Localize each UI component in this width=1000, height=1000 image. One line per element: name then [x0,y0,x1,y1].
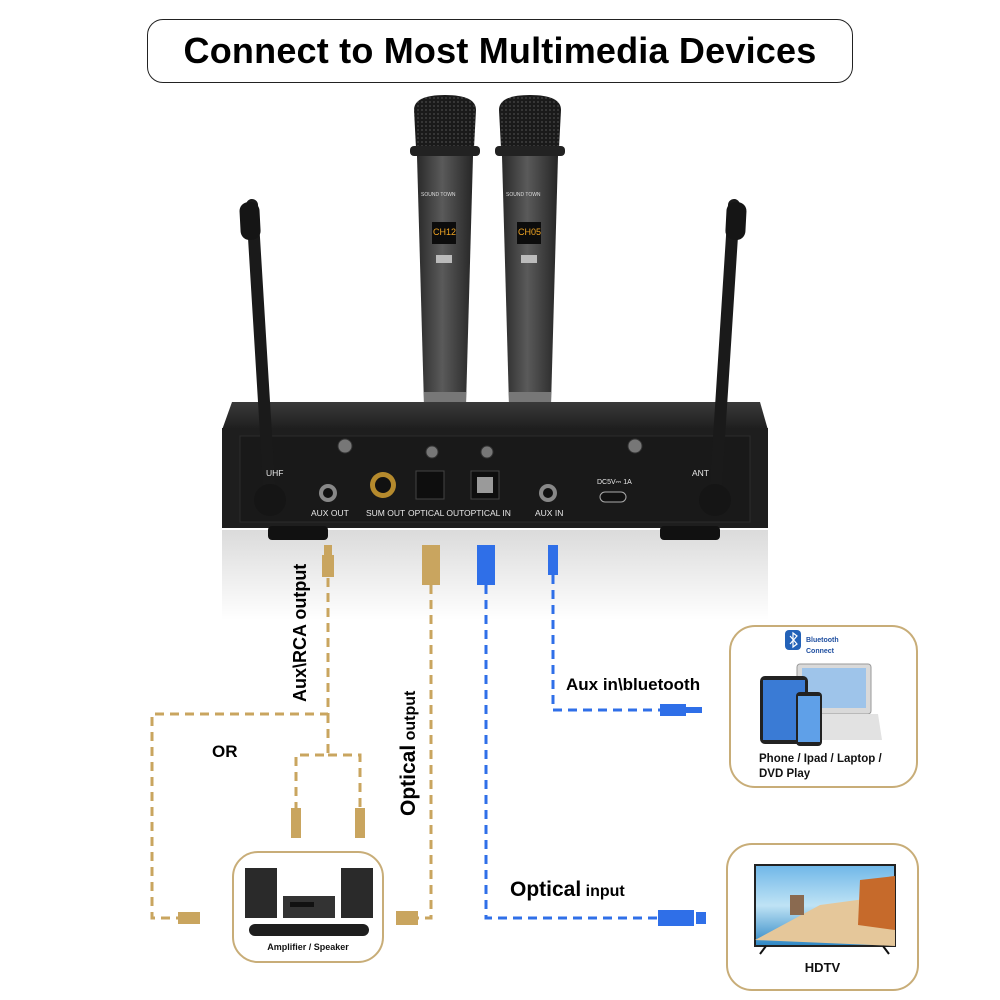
antenna-right-label: ANT [692,468,709,478]
rca-plug-right [355,808,365,838]
port-label-aux-in: AUX IN [535,508,564,518]
receiver-unit [222,402,768,540]
mic-right-brand: SOUND TOWN [506,192,541,198]
aux-plug-amp [178,912,200,924]
optical-output-strong: Optical [397,744,420,816]
aux-in-cable-path [551,575,665,712]
bluetooth-line1: Bluetooth [806,637,839,644]
mobile-caption-line1: Phone / Ipad / Laptop / [759,753,882,765]
gold-connectors [178,545,440,925]
usb-c-port [599,491,627,503]
output-cables [150,578,433,920]
page-title: Connect to Most Multimedia Devices [183,30,817,71]
title-banner: Connect to Most Multimedia Devices [147,19,853,83]
hdtv-caption: HDTV [804,960,841,975]
optical-output-rest: output [402,690,419,745]
amplifier-card: Amplifier / Speaker [232,851,384,963]
mobile-caption: Phone / Ipad / Laptop / DVD Play [759,752,882,782]
aux-plug-mobile [660,704,686,716]
optical-in-cable-path [484,585,660,920]
microphone-left [410,95,480,412]
mobile-devices-card: Bluetooth Connect Phone / Ipad / Laptop … [729,625,918,788]
port-label-optical-in: OPTICAL IN [464,508,511,518]
or-label: OR [212,742,238,761]
aux-in-plug [548,545,558,575]
bluetooth-line2: Connect [806,648,834,655]
antenna-left [239,199,286,516]
optical-input-label: Optical input [510,878,625,902]
optical-plug-amp [396,911,418,925]
bluetooth-connect-label: Bluetooth Connect [806,635,839,657]
antenna-right [699,199,747,516]
mic-left-brand: SOUND TOWN [421,192,456,198]
mobile-devices-image [760,630,882,746]
optical-out-cable-path [412,585,433,920]
optical-output-label: Optical output [397,691,421,816]
aux-in-bluetooth-label: Aux in\bluetooth [566,675,701,694]
rca-plug-left [291,808,301,838]
hdtv-image [754,864,896,955]
aux-rca-output-label: Aux\RCA output [290,563,310,702]
power-label: DC5V⎓ 1A [597,479,632,486]
port-label-aux-out: AUX OUT [311,508,349,518]
optical-input-strong: Optical [510,878,582,901]
microphone-right [495,95,565,412]
optical-out-port [415,470,445,500]
mobile-caption-line2: DVD Play [759,768,811,780]
hdtv-card: HDTV [726,843,919,991]
rca-left-path [294,714,330,808]
amplifier-speaker-image [245,868,373,936]
rca-right-path [328,753,362,808]
input-cables [484,575,665,920]
mic-left-display: CH12 [433,227,457,237]
port-label-optical-out: OPTICAL OUT [408,508,465,518]
optical-plug-tv [658,910,694,926]
antenna-left-label: UHF [266,468,284,478]
port-label-sum-out: SUM OUT [366,508,406,518]
mic-grille [499,95,561,148]
blue-connectors [477,545,706,926]
optical-input-rest: input [581,883,625,900]
optical-in-plug [477,545,495,585]
amplifier-caption: Amplifier / Speaker [267,942,349,952]
aux-cable-path [150,578,330,920]
optical-out-plug [422,545,440,585]
mic-right-display: CH05 [518,227,542,237]
mic-grille [414,95,476,148]
